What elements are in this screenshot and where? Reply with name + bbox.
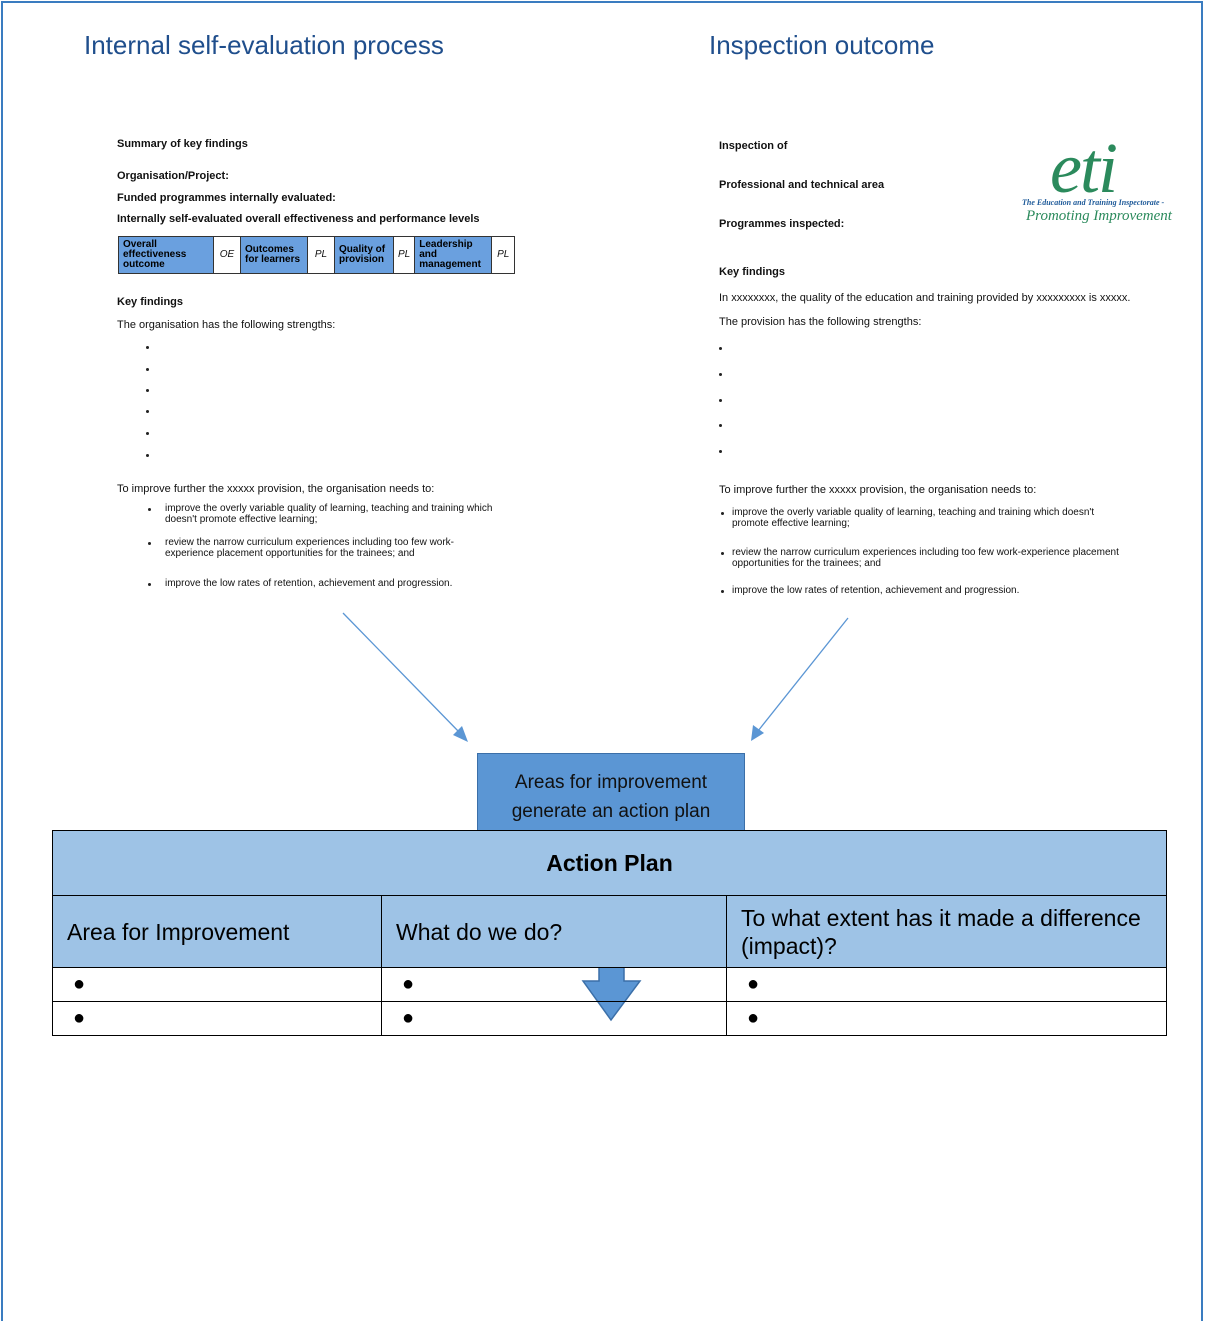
left-column-title: Internal self-evaluation process <box>84 30 444 60</box>
performance-levels-table: Overall effectiveness outcome OE Outcome… <box>118 236 516 274</box>
quality-statement: In xxxxxxxx, the quality of the educatio… <box>719 292 1131 304</box>
key-findings-heading: Key findings <box>117 296 184 308</box>
eti-logo-mark: eti <box>1050 128 1118 208</box>
box-line-2: generate an action plan <box>511 801 711 822</box>
programmes-label: Programmes inspected: <box>719 218 845 230</box>
table-row: ● ● ● <box>52 1001 1167 1036</box>
column-header: Area for Improvement <box>52 895 382 968</box>
bullet <box>719 347 722 350</box>
right-arrowhead <box>751 725 764 741</box>
bullet <box>721 590 724 593</box>
strengths-label: The organisation has the following stren… <box>117 319 336 331</box>
table-cell: ● <box>726 967 1167 1002</box>
inspection-document: Inspection of Professional and technical… <box>0 0 1206 620</box>
bullet <box>721 552 724 555</box>
table-cell: PL <box>392 236 416 274</box>
levels-label: Internally self-evaluated overall effect… <box>117 213 480 225</box>
key-findings-heading: Key findings <box>719 266 786 278</box>
column-header: What do we do? <box>381 895 727 968</box>
inspection-of-label: Inspection of <box>719 140 788 152</box>
table-cell: ● <box>381 967 727 1002</box>
improvement-item: improve the low rates of retention, achi… <box>165 578 453 589</box>
table-cell: Overall effectiveness outcome <box>118 236 214 274</box>
bullet <box>148 583 151 586</box>
table-cell: ● <box>52 967 382 1002</box>
column-header: To what extent has it made a difference … <box>726 895 1167 968</box>
improvement-item: review the narrow curriculum experiences… <box>732 547 1119 569</box>
doc-heading: Summary of key findings <box>117 138 248 150</box>
table-cell: Quality of provision <box>334 236 394 274</box>
improvement-item: improve the overly variable quality of l… <box>165 503 493 525</box>
action-plan-title: Action Plan <box>52 830 1167 896</box>
improve-intro: To improve further the xxxxx provision, … <box>719 484 1037 496</box>
area-label: Professional and technical area <box>719 179 885 191</box>
table-cell: OE <box>213 236 241 274</box>
bullet <box>146 389 149 392</box>
action-plan-table: Action Plan Area for Improvement What do… <box>52 830 1167 1036</box>
bullet <box>719 373 722 376</box>
table-cell: PL <box>491 236 516 274</box>
bullet <box>146 454 149 457</box>
table-cell: Outcomes for learners <box>240 236 308 274</box>
left-arrowhead <box>453 726 468 742</box>
table-row: ● ● ● <box>52 967 1167 1002</box>
org-label: Organisation/Project: <box>117 170 229 182</box>
left-connector-line <box>342 612 461 734</box>
bullet <box>719 424 722 427</box>
improvement-item: improve the low rates of retention, achi… <box>732 585 1020 596</box>
right-connector-line <box>757 617 849 732</box>
funded-label: Funded programmes internally evaluated: <box>117 192 336 204</box>
table-cell: ● <box>52 1001 382 1036</box>
table-cell: ● <box>726 1001 1167 1036</box>
table-cell: Leadership and management <box>414 236 493 274</box>
eti-logo: eti The Education and Training Inspector… <box>1014 132 1174 232</box>
eti-logo-tagline: The Education and Training Inspectorate … <box>1022 198 1165 207</box>
bullet <box>721 512 724 515</box>
table-cell: PL <box>307 236 335 274</box>
bullet <box>719 399 722 402</box>
box-line-1: Areas for improvement <box>514 772 708 793</box>
right-column-title: Inspection outcome <box>709 30 935 60</box>
bullet <box>719 450 722 453</box>
improve-intro: To improve further the xxxxx provision, … <box>117 483 435 495</box>
bullet <box>148 508 151 511</box>
eti-logo-slogan: Promoting Improvement <box>1026 208 1172 224</box>
improvement-item: improve the overly variable quality of l… <box>732 507 1095 529</box>
bullet <box>146 410 149 413</box>
bullet <box>146 346 149 349</box>
strengths-label: The provision has the following strength… <box>719 316 922 328</box>
improvement-item: review the narrow curriculum experiences… <box>165 537 455 559</box>
self-evaluation-document: Summary of key findings Organisation/Pro… <box>0 0 600 600</box>
bullet <box>148 542 151 545</box>
bullet <box>146 368 149 371</box>
table-cell: ● <box>381 1001 727 1036</box>
bullet <box>146 432 149 435</box>
